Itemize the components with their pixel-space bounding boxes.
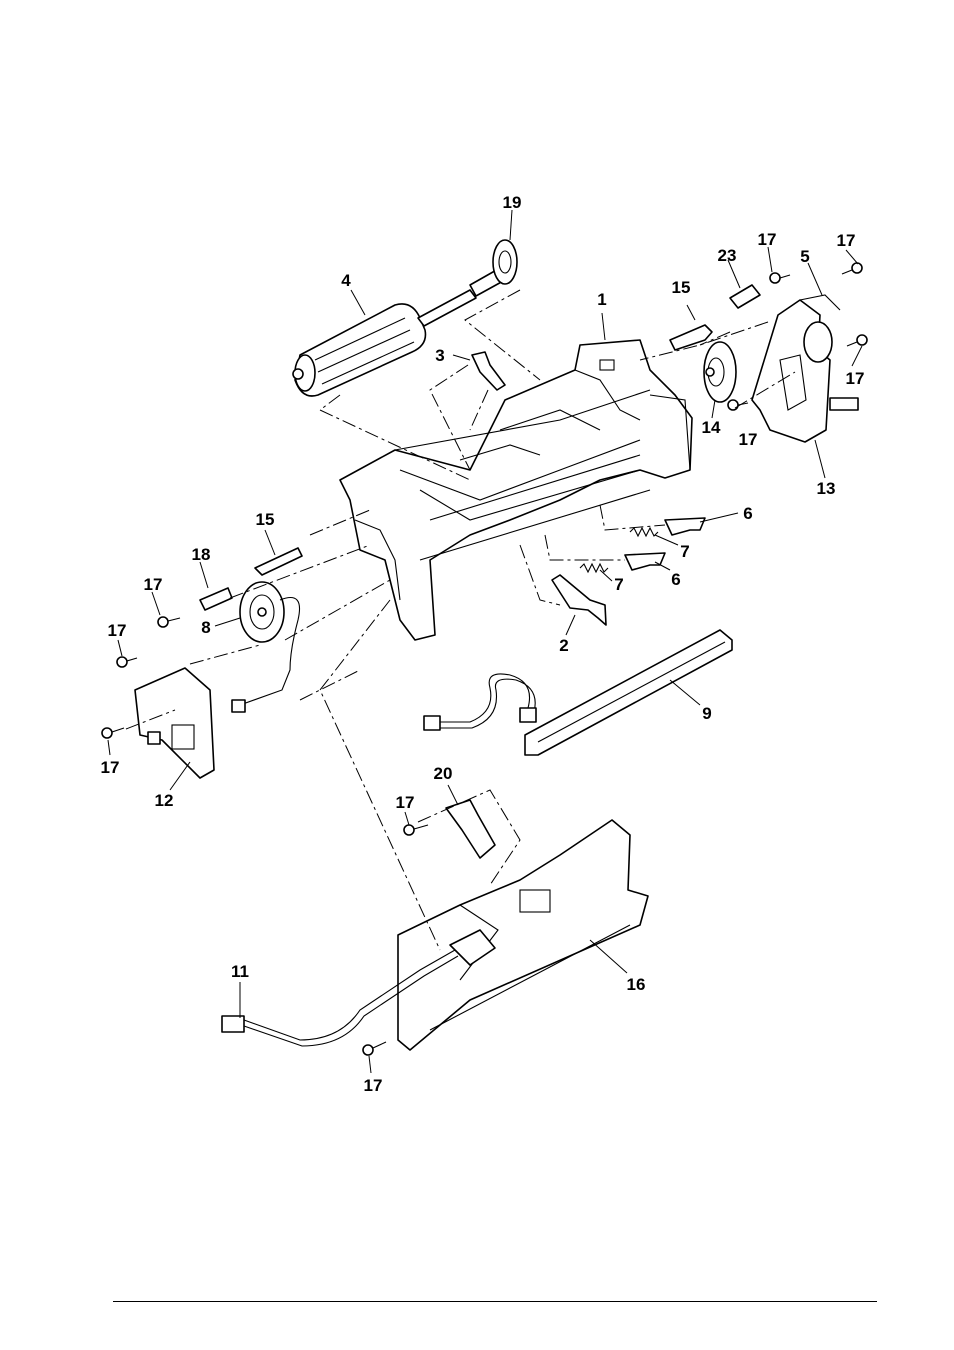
callout-17c: 17	[846, 369, 865, 388]
callout-1: 1	[597, 290, 606, 309]
callout-17b: 17	[837, 231, 856, 250]
speaker-part	[232, 582, 300, 712]
callout-11: 11	[231, 962, 249, 981]
bottom-board-part	[222, 820, 648, 1050]
cable-harness-part	[424, 674, 536, 730]
callout-17g: 17	[101, 758, 120, 777]
gear-part	[704, 342, 736, 402]
callout-18: 18	[192, 545, 211, 564]
callout-15b: 15	[256, 510, 275, 529]
callout-14: 14	[702, 418, 721, 437]
callout-17a: 17	[758, 230, 777, 249]
callout-17d: 17	[739, 430, 758, 449]
main-frame-part	[340, 340, 692, 640]
callout-9: 9	[702, 704, 711, 723]
right-bracket-part	[752, 295, 858, 442]
callout-23: 23	[718, 246, 737, 265]
callout-6b: 6	[671, 570, 680, 589]
callout-13: 13	[817, 479, 836, 498]
callout-20: 20	[434, 764, 453, 783]
callout-6a: 6	[743, 504, 752, 523]
callout-8: 8	[201, 618, 210, 637]
footer-rule	[113, 1301, 877, 1302]
callout-17h: 17	[396, 793, 415, 812]
callout-2: 2	[559, 636, 568, 655]
callout-16: 16	[627, 975, 646, 994]
assembly-lines	[126, 290, 795, 950]
callout-12: 12	[155, 791, 174, 810]
callout-4: 4	[341, 271, 351, 290]
callout-3: 3	[435, 346, 444, 365]
callout-17i: 17	[364, 1076, 383, 1095]
callout-19: 19	[503, 193, 522, 212]
small-bracket-part	[446, 800, 495, 858]
callout-17e: 17	[144, 575, 163, 594]
left-bracket-part	[135, 668, 214, 778]
callout-15a: 15	[672, 278, 691, 297]
callout-7a: 7	[680, 542, 689, 561]
callout-17f: 17	[108, 621, 127, 640]
callout-7b: 7	[614, 575, 623, 594]
bar-assembly-part	[525, 630, 732, 755]
callout-5: 5	[800, 247, 809, 266]
